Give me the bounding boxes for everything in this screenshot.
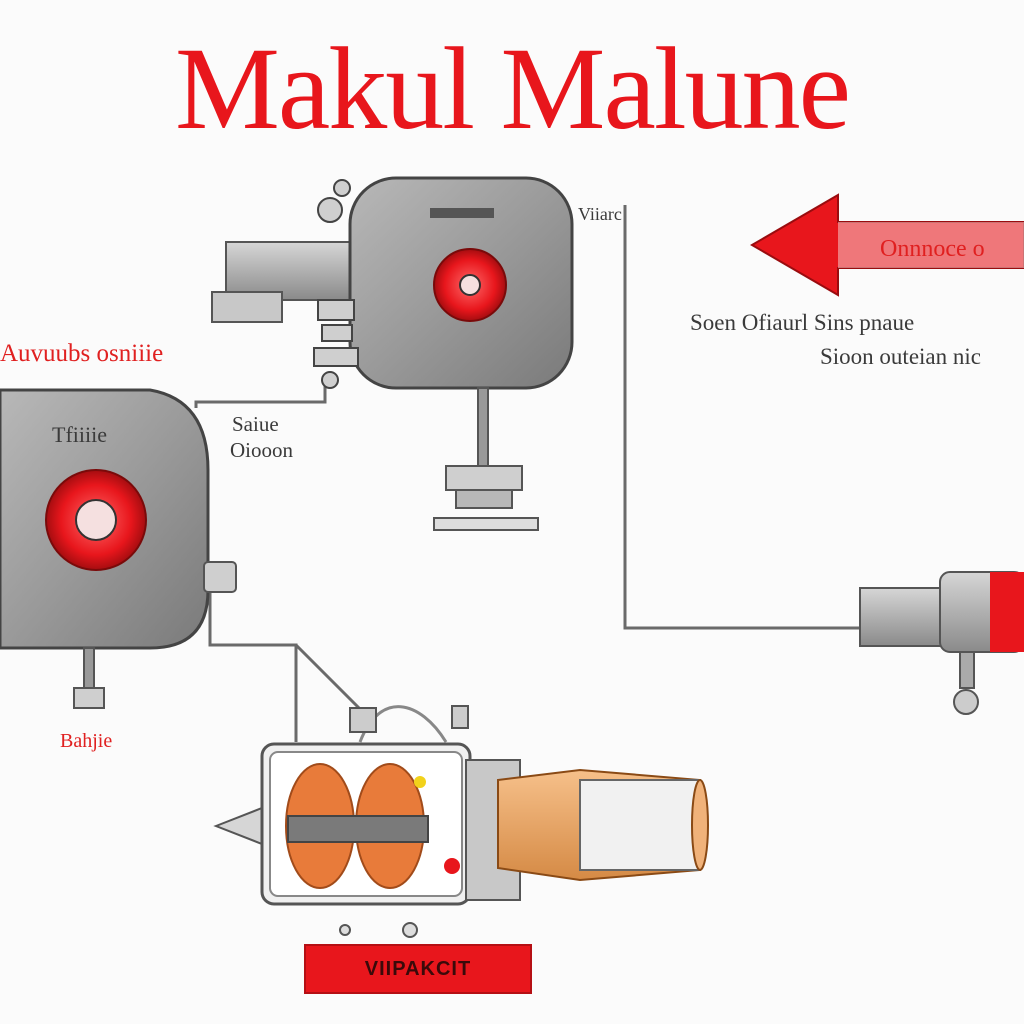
line-right-loop: [623, 205, 860, 630]
mid-label-line1: Saiue: [232, 412, 279, 436]
left-motor-unit: [0, 388, 237, 709]
mid-label-line2: Oiooon: [230, 438, 293, 462]
connection-lines: [194, 205, 860, 742]
bottom-banner: VIIPAKCIT: [304, 944, 532, 994]
bottom-left-label: Bahjie: [60, 730, 113, 752]
bottom-engine-unit: [213, 705, 709, 938]
top-valve-fittings: [313, 179, 359, 389]
left-heading-label: Auvuubs osniiie: [0, 340, 164, 367]
line-left-to-bottom: [208, 590, 298, 742]
description-line1: Soen Ofiaurl Sins pnaue: [690, 310, 915, 335]
description-line2: Sioon outeian nic: [820, 344, 981, 369]
diagram-title: Makul Malune: [174, 23, 851, 154]
arrow-label: Onnnoce o: [880, 236, 985, 262]
top-right-small-label: Viiarc: [578, 204, 622, 224]
left-unit-face-label: Tfiiiie: [52, 422, 107, 447]
right-cylinder-unit: [859, 571, 1024, 715]
top-motor-unit: [211, 176, 574, 531]
line-top-to-left: [194, 380, 327, 408]
red-arrow: [750, 193, 1024, 297]
